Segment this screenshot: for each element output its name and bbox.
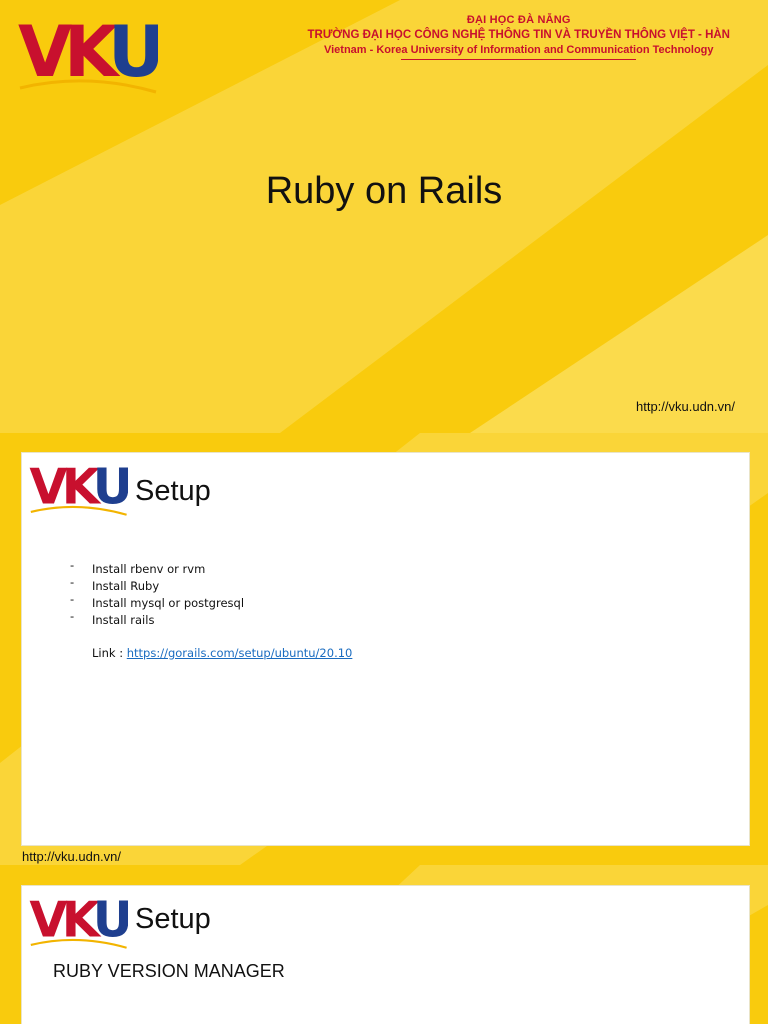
svg-text:U: U	[93, 890, 128, 948]
svg-text:K: K	[62, 457, 102, 515]
vku-logo: V K U	[28, 457, 128, 519]
vku-logo-mark: V K U	[29, 890, 128, 949]
university-underline	[401, 59, 637, 60]
slide-content-card: V K U Setup -Install rbenv or rvm -Insta…	[21, 452, 750, 846]
university-header: ĐẠI HỌC ĐÀ NẴNG TRƯỜNG ĐẠI HỌC CÔNG NGHỆ…	[307, 14, 731, 60]
svg-text:K: K	[64, 11, 121, 93]
diagonal-band-decoration	[0, 0, 768, 433]
vku-logo: V K U	[28, 890, 128, 952]
svg-text:K: K	[62, 890, 102, 948]
link-label: Link :	[92, 646, 124, 660]
list-item: -Install rbenv or rvm	[70, 558, 206, 576]
install-steps-list: -Install rbenv or rvm -Install Ruby -Ins…	[70, 558, 245, 629]
footer-url: http://vku.udn.vn/	[22, 849, 122, 864]
slide-title: Setup	[135, 903, 211, 935]
presentation-title: Ruby on Rails	[265, 170, 503, 212]
university-line-3: Vietnam - Korea University of Informatio…	[323, 44, 714, 56]
svg-text:V: V	[29, 890, 67, 948]
gorails-setup-link[interactable]: https://gorails.com/setup/ubuntu/20.10	[126, 646, 353, 660]
university-line-2: TRƯỜNG ĐẠI HỌC CÔNG NGHỆ THÔNG TIN VÀ TR…	[307, 29, 731, 41]
slide-content-card: V K U Setup RUBY VERSION MANAGER	[21, 885, 750, 1024]
vku-logo-mark: V K U	[18, 11, 158, 94]
title-slide: V K U ĐẠI HỌC ĐÀ NẴNG TRƯỜNG ĐẠI HỌC CÔN…	[0, 0, 768, 433]
slide-subheading: RUBY VERSION MANAGER	[53, 961, 285, 981]
vku-logo: V K U	[16, 10, 158, 98]
svg-text:U: U	[93, 457, 128, 515]
svg-text:V: V	[29, 457, 67, 515]
link-row: Link : https://gorails.com/setup/ubuntu/…	[92, 646, 352, 660]
list-item: -Install Ruby	[70, 575, 160, 593]
setup-slide-partial: V K U Setup RUBY VERSION MANAGER	[0, 865, 768, 1024]
svg-text:U: U	[108, 11, 158, 93]
university-line-1: ĐẠI HỌC ĐÀ NẴNG	[466, 14, 571, 26]
slide-title: Setup	[135, 475, 211, 507]
list-item: -Install rails	[70, 609, 155, 627]
setup-slide: V K U Setup -Install rbenv or rvm -Insta…	[0, 433, 768, 865]
vku-logo-mark: V K U	[29, 457, 128, 516]
footer-url: http://vku.udn.vn/	[635, 399, 735, 414]
svg-text:V: V	[18, 11, 72, 93]
list-item: -Install mysql or postgresql	[70, 592, 245, 610]
